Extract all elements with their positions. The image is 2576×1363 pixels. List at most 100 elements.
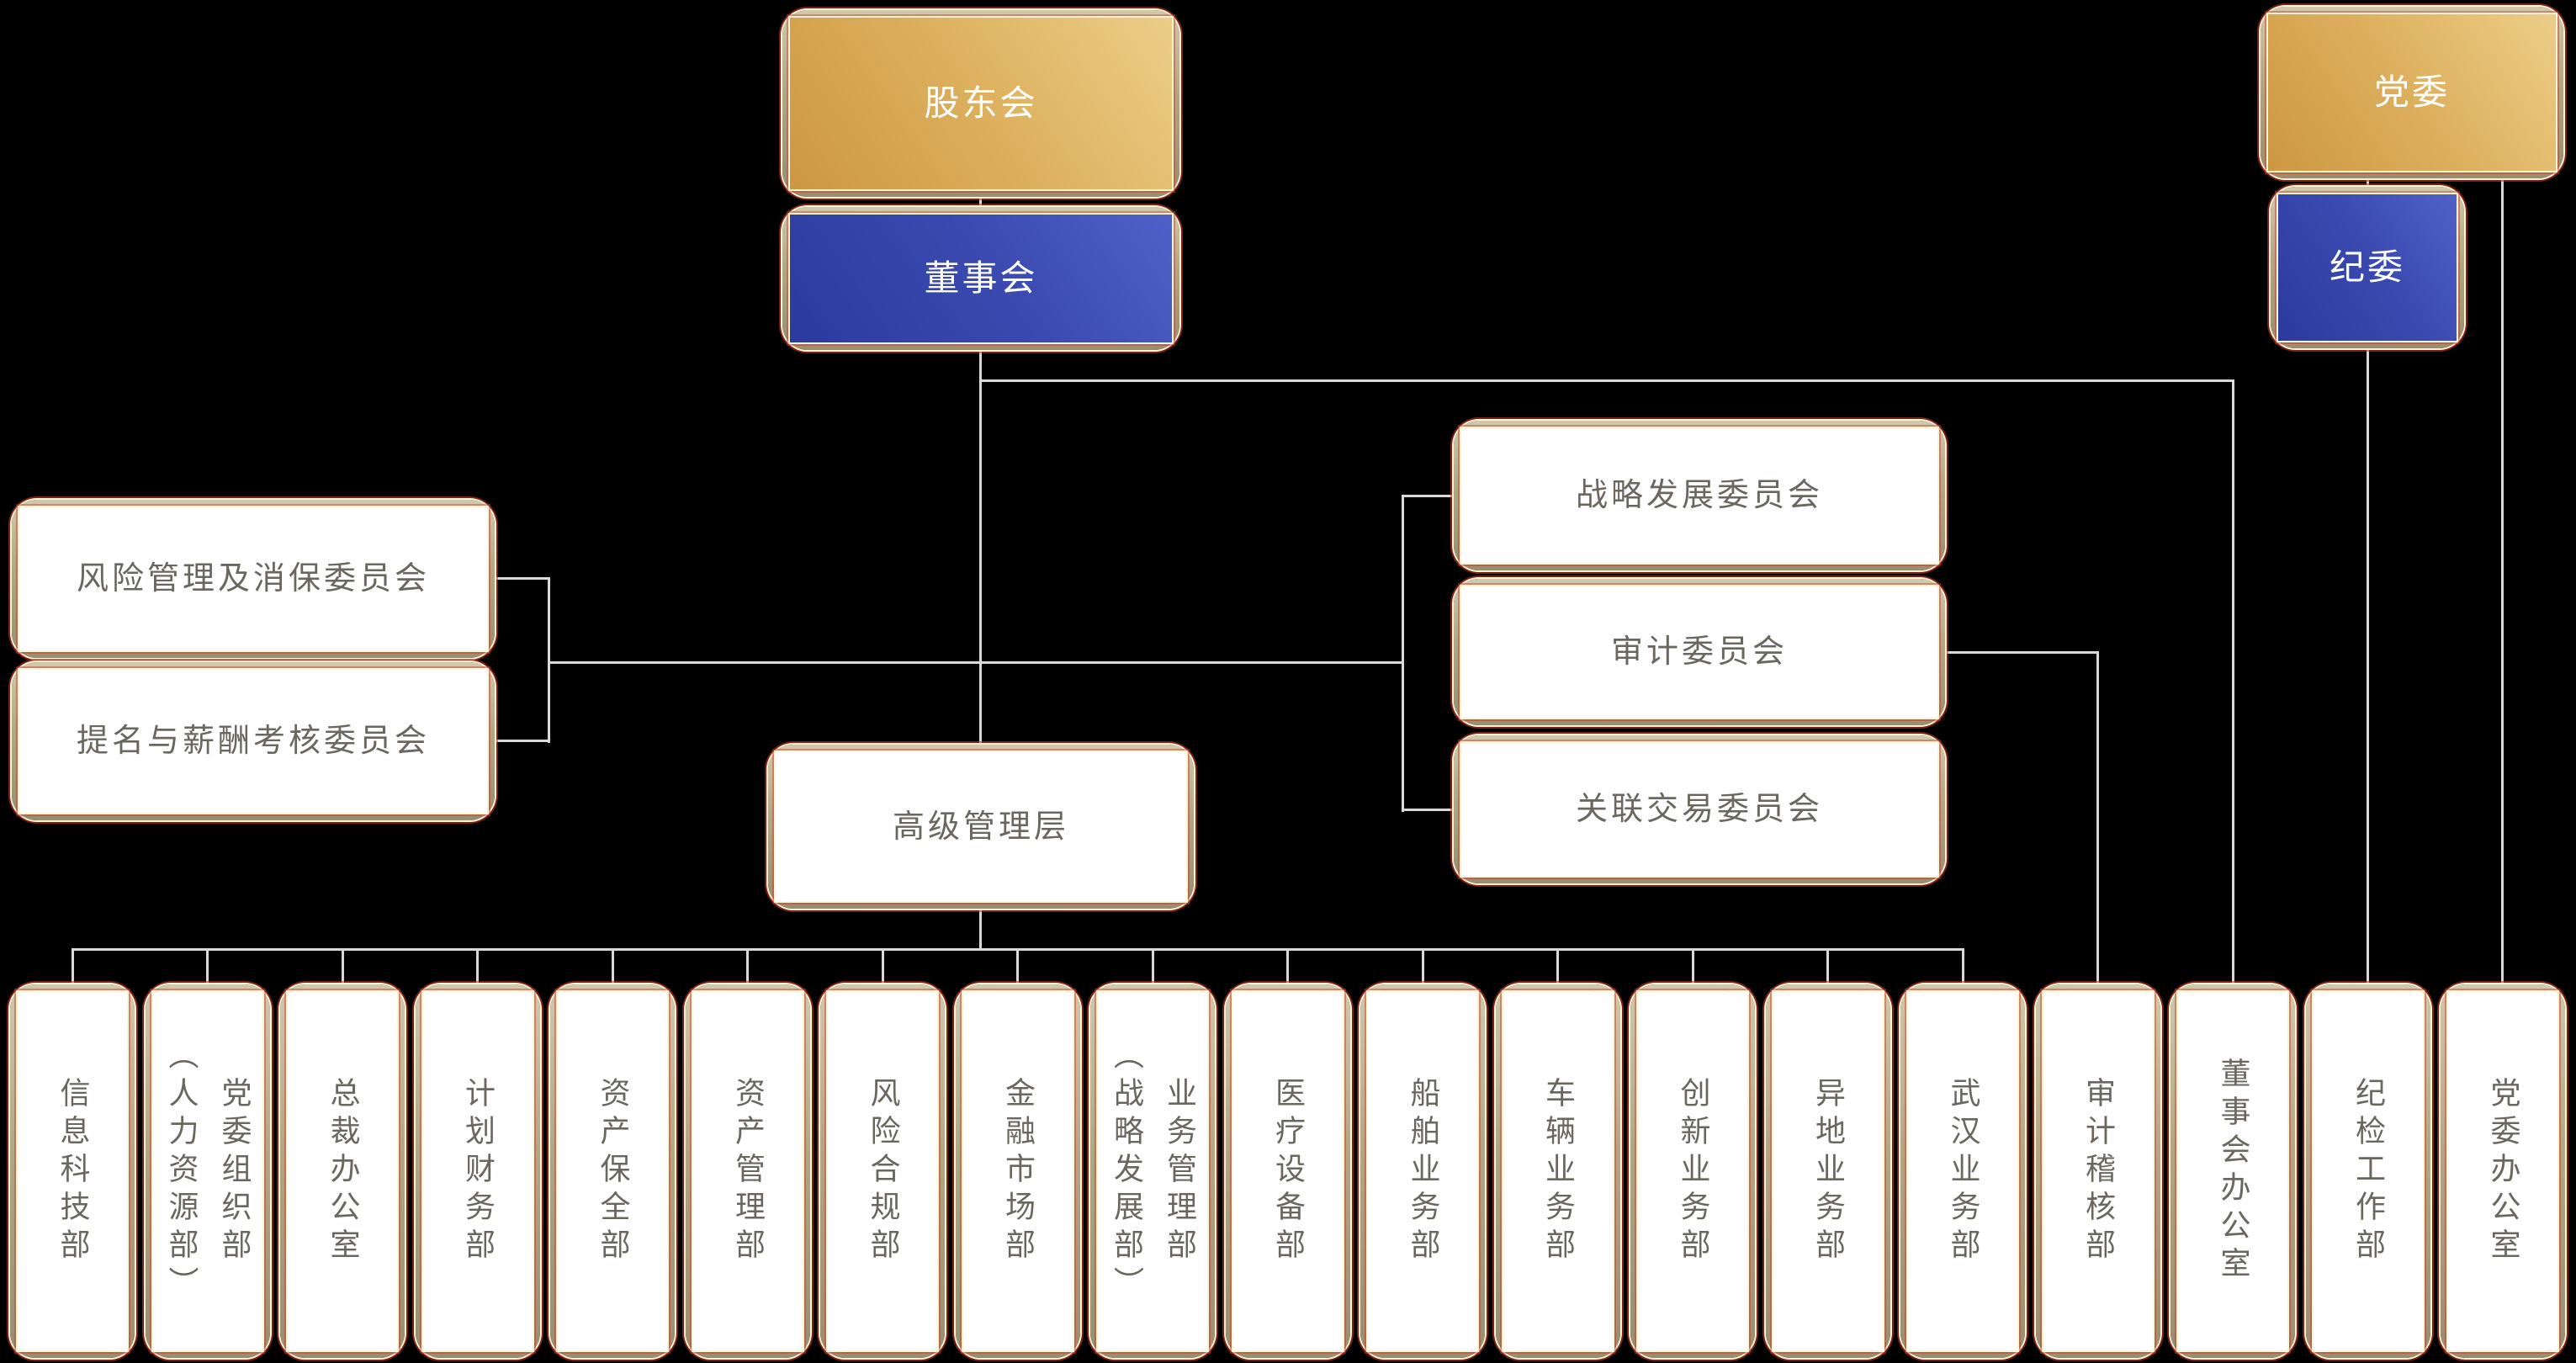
dept-label: 船舶业务部 bbox=[1405, 1076, 1440, 1266]
node-senior-management-fill: 高级管理层 bbox=[776, 752, 1186, 901]
dept-drop bbox=[611, 948, 614, 988]
dept-fill: 船舶业务部 bbox=[1368, 992, 1477, 1350]
dept-drop bbox=[1691, 948, 1694, 988]
node-related-transactions-committee: 关联交易委员会 bbox=[1454, 735, 1945, 883]
dept-node-party-office: 党委办公室 bbox=[2441, 984, 2565, 1358]
node-senior-management-label: 高级管理层 bbox=[892, 807, 1069, 845]
dept-label: 创新业务部 bbox=[1675, 1076, 1710, 1266]
dept-drop bbox=[1151, 948, 1154, 988]
dept-drop bbox=[1961, 948, 1964, 988]
dept-fill: 总裁办公室 bbox=[288, 992, 397, 1350]
dept-node-innovation-business: 创新业务部 bbox=[1630, 984, 1755, 1358]
dept-label: 信息科技部 bbox=[55, 1076, 90, 1266]
connector-party-office bbox=[2501, 168, 2504, 988]
dept-node-risk-compliance: 风险合规部 bbox=[820, 984, 945, 1358]
node-related-transactions-committee-label: 关联交易委员会 bbox=[1575, 790, 1823, 828]
dept-drop bbox=[1826, 948, 1829, 988]
connector-discipline-dept bbox=[2367, 348, 2369, 986]
node-related-transactions-committee-fill: 关联交易委员会 bbox=[1461, 743, 1937, 876]
dept-drop bbox=[881, 948, 884, 988]
stub-nomination-committee bbox=[495, 740, 550, 742]
dept-drop bbox=[746, 948, 749, 988]
dept-fill: 车辆业务部 bbox=[1503, 992, 1613, 1350]
dept-label: 计划财务部 bbox=[460, 1076, 495, 1266]
dept-fill: 医疗设备部 bbox=[1232, 992, 1343, 1350]
dept-node-board-office: 董事会办公室 bbox=[2171, 984, 2295, 1358]
connector-senior-distribution bbox=[979, 907, 982, 951]
dept-fill: 审计稽核部 bbox=[2043, 992, 2153, 1350]
bracket-left-committees bbox=[548, 579, 550, 743]
dept-node-medical-equipment: 医疗设备部 bbox=[1225, 984, 1350, 1358]
stub-strategy-committee bbox=[1402, 495, 1455, 497]
node-nomination-committee-fill: 提名与薪酬考核委员会 bbox=[19, 670, 487, 813]
node-shareholders-fill: 股东会 bbox=[790, 18, 1172, 189]
dept-label: 纪检工作部 bbox=[2351, 1076, 2385, 1266]
dept-drop bbox=[1556, 948, 1559, 988]
dept-fill: 武汉业务部 bbox=[1908, 992, 2017, 1350]
dept-node-discipline-inspection-work: 纪检工作部 bbox=[2305, 984, 2430, 1358]
dept-node-party-organization-hr: 党委组织部 （人力资源部） bbox=[145, 984, 270, 1358]
dept-drop bbox=[476, 948, 479, 988]
stub-risk-committee bbox=[495, 577, 550, 580]
dept-node-information-technology: 信息科技部 bbox=[10, 984, 135, 1358]
dept-drop bbox=[1421, 948, 1424, 988]
dept-node-asset-management: 资产管理部 bbox=[685, 984, 810, 1358]
node-strategy-committee-label: 战略发展委员会 bbox=[1575, 476, 1823, 514]
dept-fill: 金融市场部 bbox=[962, 992, 1073, 1350]
dept-drop bbox=[1016, 948, 1019, 988]
node-risk-consumer-committee-label: 风险管理及消保委员会 bbox=[76, 560, 430, 597]
node-risk-consumer-committee: 风险管理及消保委员会 bbox=[12, 500, 495, 658]
dept-node-financial-markets: 金融市场部 bbox=[955, 984, 1080, 1358]
dept-label: 资产管理部 bbox=[730, 1076, 765, 1266]
connector-audit-dept-vertical bbox=[2096, 651, 2099, 988]
dept-fill: 风险合规部 bbox=[828, 992, 937, 1350]
dept-fill: 资产保全部 bbox=[558, 992, 667, 1350]
dept-fill: 计划财务部 bbox=[422, 992, 533, 1350]
dept-fill: 董事会办公室 bbox=[2178, 992, 2287, 1350]
node-discipline-committee: 纪委 bbox=[2271, 187, 2464, 348]
node-audit-committee-label: 审计委员会 bbox=[1610, 633, 1788, 671]
node-risk-consumer-committee-fill: 风险管理及消保委员会 bbox=[19, 507, 487, 650]
dept-fill: 党委组织部 （人力资源部） bbox=[152, 992, 262, 1350]
dept-fill: 纪检工作部 bbox=[2313, 992, 2423, 1350]
dept-node-audit-inspection: 审计稽核部 bbox=[2035, 984, 2160, 1358]
connector-board-horizontal bbox=[980, 379, 2234, 382]
dept-label: 金融市场部 bbox=[1000, 1076, 1035, 1266]
node-strategy-committee: 战略发展委员会 bbox=[1454, 421, 1945, 570]
dept-drop bbox=[71, 948, 74, 988]
node-strategy-committee-fill: 战略发展委员会 bbox=[1461, 428, 1937, 563]
dept-label: 车辆业务部 bbox=[1540, 1076, 1575, 1266]
node-board-label: 董事会 bbox=[924, 257, 1038, 299]
dept-fill: 信息科技部 bbox=[18, 992, 127, 1350]
dept-label: 业务管理部 （战略发展部） bbox=[1109, 1038, 1196, 1304]
dept-label: 总裁办公室 bbox=[325, 1076, 360, 1266]
dept-drop bbox=[206, 948, 209, 988]
dept-label: 资产保全部 bbox=[595, 1076, 630, 1266]
connector-board-senior bbox=[979, 350, 982, 745]
node-discipline-committee-fill: 纪委 bbox=[2278, 194, 2457, 341]
node-party-committee: 党委 bbox=[2261, 7, 2563, 178]
dept-drop bbox=[1286, 948, 1289, 988]
dept-node-asset-preservation: 资产保全部 bbox=[550, 984, 675, 1358]
dept-node-remote-business: 异地业务部 bbox=[1765, 984, 1890, 1358]
dept-label: 党委办公室 bbox=[2485, 1076, 2520, 1266]
node-discipline-committee-label: 纪委 bbox=[2329, 246, 2405, 288]
node-party-committee-label: 党委 bbox=[2373, 71, 2450, 113]
dept-fill: 党委办公室 bbox=[2448, 992, 2557, 1350]
node-shareholders: 股东会 bbox=[782, 10, 1179, 197]
dept-label: 审计稽核部 bbox=[2080, 1076, 2115, 1266]
dept-label: 风险合规部 bbox=[865, 1076, 900, 1266]
stub-related-committee bbox=[1402, 809, 1455, 811]
node-audit-committee-fill: 审计委员会 bbox=[1461, 586, 1937, 718]
node-party-committee-fill: 党委 bbox=[2268, 14, 2556, 171]
dept-label: 董事会办公室 bbox=[2215, 1058, 2250, 1285]
node-senior-management: 高级管理层 bbox=[768, 745, 1194, 909]
dept-node-president-office: 总裁办公室 bbox=[280, 984, 405, 1358]
node-board-fill: 董事会 bbox=[790, 215, 1172, 342]
dept-node-wuhan-business: 武汉业务部 bbox=[1900, 984, 2025, 1358]
dept-label: 武汉业务部 bbox=[1945, 1076, 1980, 1266]
dept-label: 医疗设备部 bbox=[1270, 1076, 1305, 1266]
node-nomination-committee-label: 提名与薪酬考核委员会 bbox=[76, 722, 430, 760]
connector-party-discipline bbox=[2367, 168, 2369, 194]
